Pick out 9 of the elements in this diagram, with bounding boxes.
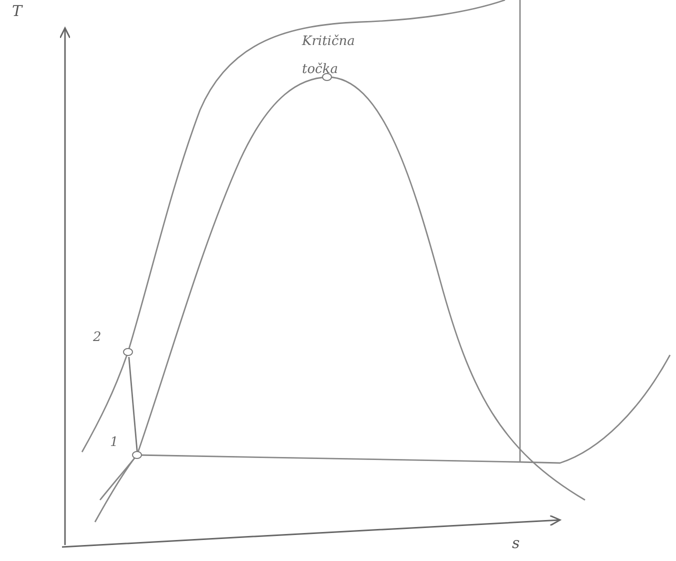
axis-label: s — [512, 534, 520, 552]
point-label: 1 — [110, 434, 118, 452]
point-label: 2 — [93, 329, 102, 347]
annotation-text: Kritična točka — [302, 33, 356, 79]
axis-label: T — [12, 2, 22, 20]
state-point-marker — [123, 348, 133, 356]
state-point-marker — [132, 451, 142, 459]
process-line — [128, 356, 138, 452]
state-point-marker — [322, 73, 332, 81]
